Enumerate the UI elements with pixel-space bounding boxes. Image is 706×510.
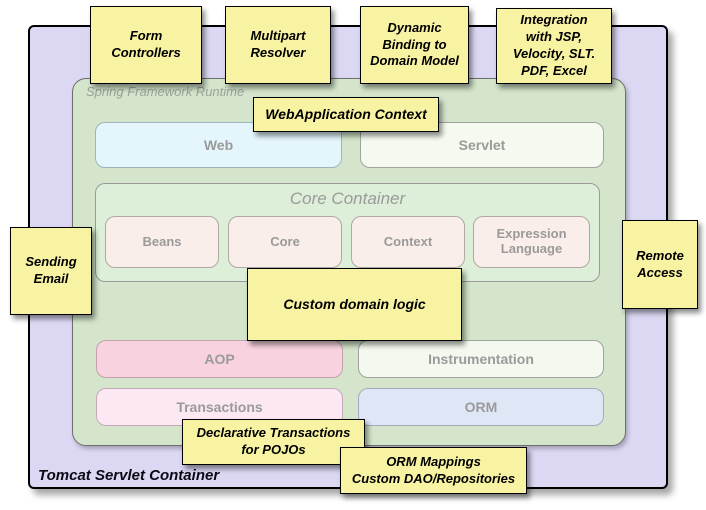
module-beans-label: Beans [142, 233, 182, 249]
module-instrumentation: Instrumentation [358, 340, 604, 378]
module-context-label: Context [383, 233, 433, 249]
note-remote-access-text: Remote Access [636, 247, 684, 280]
module-transactions-label: Transactions [176, 398, 263, 415]
note-multipart-resolver-text: Multipart Resolver [250, 28, 306, 60]
note-form-controllers: Form Controllers [90, 6, 202, 84]
note-multipart-resolver: Multipart Resolver [225, 6, 331, 84]
core-container-title: Core Container [289, 189, 406, 208]
note-integration-text: Integration with JSP, Velocity, SLT. PDF… [512, 12, 596, 78]
note-declarative-transactions: Declarative Transactions for POJOs [182, 419, 365, 465]
spring-framework-runtime-label: Spring Framework Runtime [86, 84, 245, 99]
module-web-label: Web [203, 136, 234, 153]
module-instrumentation-label: Instrumentation [428, 350, 534, 367]
note-custom-domain-logic-text: Custom domain logic [283, 296, 426, 313]
module-core-label: Core [270, 233, 300, 249]
note-form-controllers-text: Form Controllers [111, 28, 181, 60]
module-aop: AOP [96, 340, 343, 378]
module-aop-label: AOP [204, 350, 235, 367]
note-declarative-transactions-text: Declarative Transactions for POJOs [196, 425, 351, 457]
module-servlet-label: Servlet [458, 136, 506, 153]
note-webapplication-context: WebApplication Context [253, 97, 439, 132]
module-core: Core [228, 216, 342, 268]
note-dynamic-binding: Dynamic Binding to Domain Model [360, 6, 469, 84]
note-dynamic-binding-text: Dynamic Binding to Domain Model [370, 19, 459, 69]
tomcat-servlet-container-label: Tomcat Servlet Container [38, 467, 220, 484]
note-orm-mappings-text: ORM Mappings Custom DAO/Repositories [351, 453, 516, 486]
module-expression-language: Expression Language [473, 216, 590, 268]
module-orm-label: ORM [464, 398, 498, 415]
note-orm-mappings: ORM Mappings Custom DAO/Repositories [340, 447, 527, 494]
note-sending-email: Sending Email [10, 227, 92, 315]
note-webapplication-context-text: WebApplication Context [265, 106, 427, 123]
module-context: Context [351, 216, 465, 268]
module-beans: Beans [105, 216, 219, 268]
module-orm: ORM [358, 388, 604, 426]
module-expression-language-label: Expression Language [496, 226, 567, 256]
note-custom-domain-logic: Custom domain logic [247, 268, 462, 341]
note-integration: Integration with JSP, Velocity, SLT. PDF… [496, 8, 612, 84]
note-sending-email-text: Sending Email [25, 254, 77, 286]
note-remote-access: Remote Access [622, 220, 698, 309]
